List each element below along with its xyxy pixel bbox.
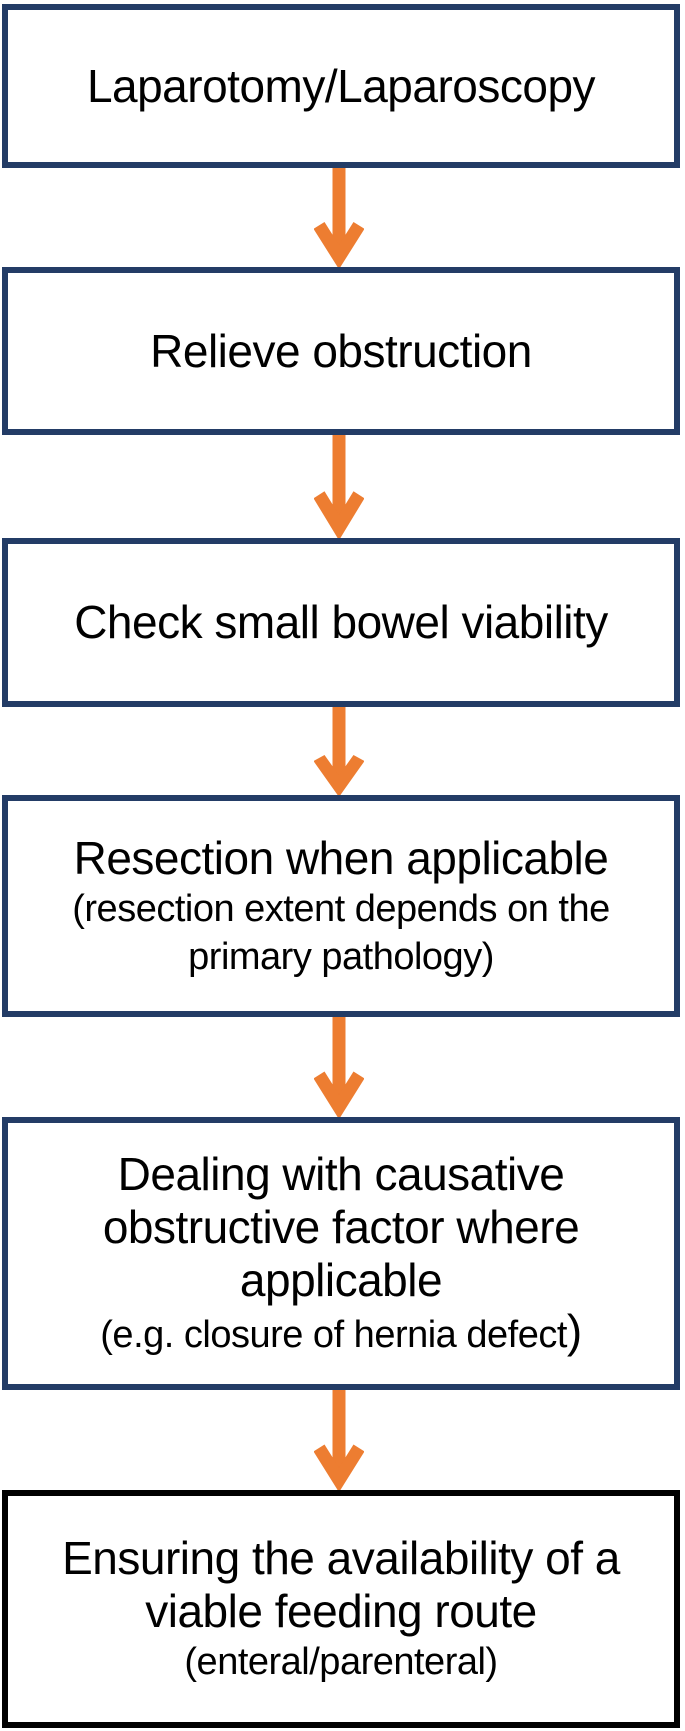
down-arrow-icon: [314, 1390, 364, 1490]
step-label-line: Ensuring the availability of a: [62, 1532, 620, 1584]
step-label: Relieve obstruction: [150, 324, 532, 377]
down-arrow-icon: [314, 435, 364, 538]
flow-step-resection-when-applicable: Resection when applicable (resection ext…: [2, 795, 680, 1017]
flow-connector-1: [0, 168, 685, 267]
flow-step-relieve-obstruction: Relieve obstruction: [2, 267, 680, 435]
step-note-line: (enteral/parenteral): [184, 1641, 498, 1683]
step-label: Resection when applicable: [73, 831, 609, 884]
flow-step-check-small-bowel-viability: Check small bowel viability: [2, 538, 680, 707]
flow-step-laparotomy-laparoscopy: Laparotomy/Laparoscopy: [2, 4, 680, 168]
flow-connector-3: [0, 707, 685, 795]
flow-connector-5: [0, 1390, 685, 1490]
step-label-line: applicable: [239, 1254, 443, 1306]
down-arrow-icon: [314, 707, 364, 795]
closing-paren: ): [566, 1305, 582, 1357]
down-arrow-icon: [314, 168, 364, 267]
step-label: Laparotomy/Laparoscopy: [86, 59, 596, 112]
step-note-line: (resection extent depends on the: [72, 887, 610, 930]
step-label: Check small bowel viability: [74, 596, 608, 648]
flow-step-dealing-with-causative-factor: Dealing with causative obstructive facto…: [2, 1117, 680, 1390]
flow-step-ensuring-feeding-route: Ensuring the availability of a viable fe…: [2, 1490, 680, 1728]
flow-connector-4: [0, 1017, 685, 1117]
step-note-line: (e.g. closure of hernia defect): [100, 1305, 582, 1357]
step-label-line: Dealing with causative: [117, 1148, 565, 1200]
flow-connector-2: [0, 435, 685, 538]
down-arrow-icon: [314, 1017, 364, 1117]
step-note-line: primary pathology): [188, 935, 494, 978]
step-label-line: viable feeding route: [145, 1585, 537, 1637]
step-label-line: obstructive factor where: [102, 1201, 580, 1253]
